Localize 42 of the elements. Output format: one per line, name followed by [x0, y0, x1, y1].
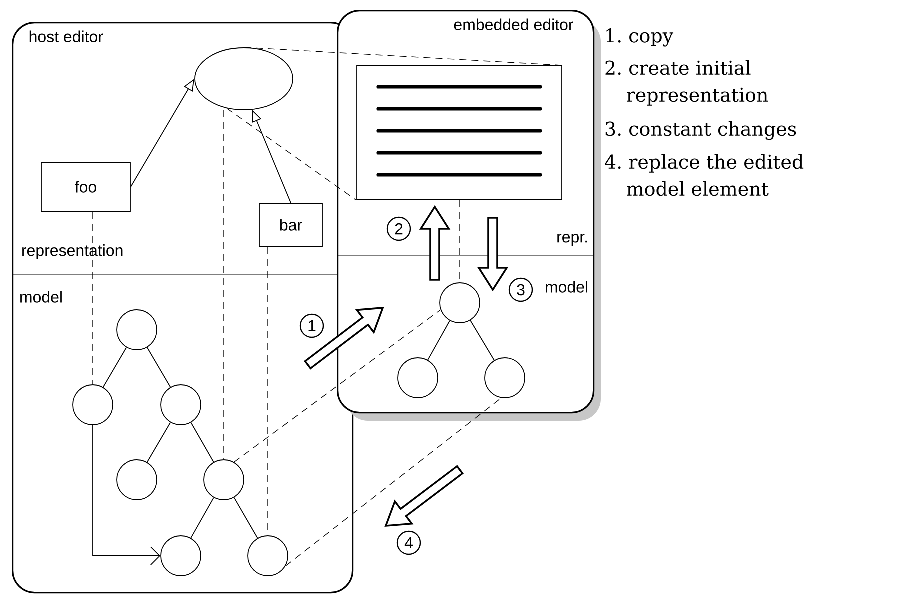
tree-node	[440, 282, 480, 324]
list-item: 3. constant changes	[606, 121, 796, 140]
arrow	[92, 425, 161, 566]
tree-node	[72, 384, 114, 426]
connector-line	[102, 347, 128, 388]
element-box: bar	[259, 203, 323, 247]
tree-node	[116, 460, 158, 500]
tree-node	[248, 536, 288, 576]
connector-line	[190, 422, 214, 463]
tree-node	[204, 460, 244, 500]
tree-node	[484, 358, 526, 398]
dashed-line	[244, 47, 563, 66]
step-number: 3	[508, 278, 534, 302]
list-item: 2. create initial representation	[606, 60, 768, 106]
connector-line	[190, 497, 214, 539]
section-label: repr.	[558, 234, 588, 246]
dashed-line	[285, 398, 502, 567]
element-box: foo	[41, 162, 131, 212]
connector-line	[146, 347, 172, 388]
connector-line	[234, 497, 258, 539]
connector-line	[428, 320, 450, 361]
section-label: representation	[22, 244, 123, 260]
section-label: model	[546, 281, 588, 293]
list-item: 4. replace the edited model element	[605, 154, 804, 196]
hollow-arrow	[419, 205, 451, 281]
list-item: 1. copy	[606, 28, 674, 47]
tree-node	[116, 310, 158, 350]
step-number: 2	[386, 216, 412, 242]
section-label: model	[20, 291, 62, 303]
hollow-arrow	[477, 217, 509, 292]
tree-node	[398, 358, 438, 398]
step-number: 1	[300, 314, 324, 338]
document-drawing	[356, 66, 562, 200]
tree-node	[160, 536, 202, 576]
dashed-line	[226, 108, 357, 201]
connector-line	[146, 422, 172, 463]
step-number: 4	[396, 530, 422, 556]
dashed-line	[234, 310, 442, 463]
ellipse	[194, 48, 294, 110]
connector-line	[470, 320, 495, 361]
dashed-line	[92, 212, 94, 385]
tree-node	[160, 384, 202, 426]
